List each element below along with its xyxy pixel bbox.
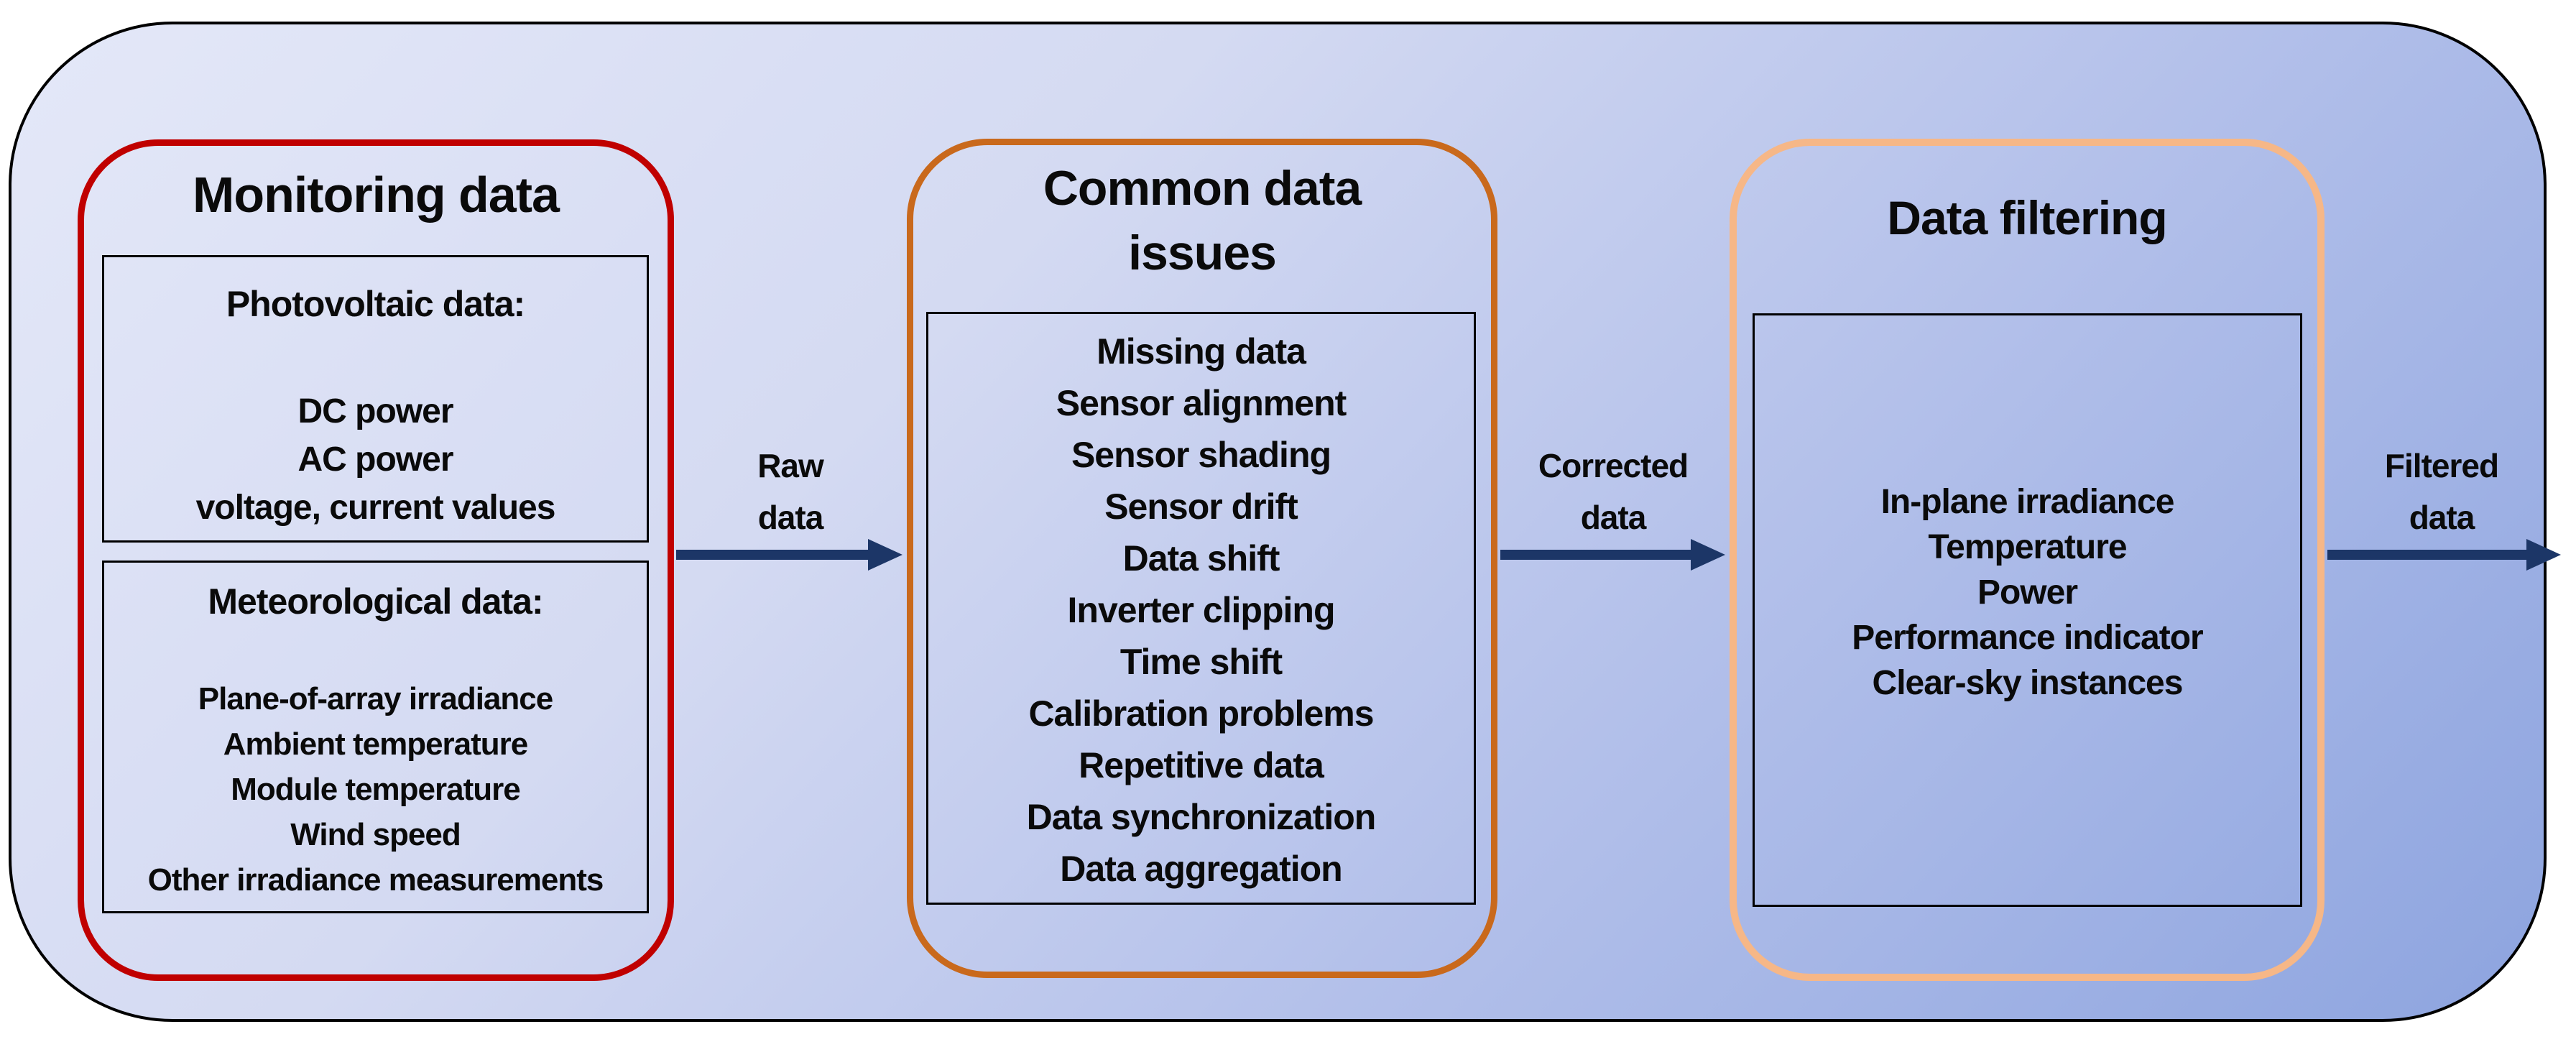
pipeline-container: Monitoring data Photovoltaic data: DC po… <box>9 22 2561 1022</box>
text-line: DC power <box>297 392 453 430</box>
text-line: Module temperature <box>231 772 521 807</box>
meteorological-data-box: Meteorological data: Plane-of-array irra… <box>102 561 649 913</box>
photovoltaic-data-box: Photovoltaic data: DC power AC power volta… <box>102 255 649 543</box>
arrow-shaft <box>1500 550 1694 560</box>
text-line: Sensor drift <box>1104 486 1298 527</box>
text-line: Temperature <box>1928 528 2127 566</box>
monitoring-data-title: Monitoring data <box>193 167 560 223</box>
common-data-issues-title-line2: issues <box>1128 226 1277 280</box>
arrow-shaft <box>2327 550 2529 560</box>
text-line: Missing data <box>1097 331 1306 372</box>
common-data-issues-title-line1: Common data <box>1043 161 1362 216</box>
corrected-data-label-line2: data <box>1580 499 1647 536</box>
arrow-shaft <box>676 550 871 560</box>
text-line: Inverter clipping <box>1067 590 1336 630</box>
text-line: Sensor shading <box>1071 435 1331 475</box>
text-line: Other irradiance measurements <box>147 862 604 898</box>
corrected-data-label-line1: Corrected <box>1538 447 1689 484</box>
text-line: Calibration problems <box>1028 693 1374 734</box>
text-line: Ambient temperature <box>223 727 529 762</box>
filtered-data-label: Filtered data <box>2316 440 2567 543</box>
filtered-data-label-line1: Filtered <box>2384 447 2499 484</box>
text-line: Data aggregation <box>1060 849 1342 889</box>
text-line: Wind speed <box>290 817 461 852</box>
raw-data-label: Raw data <box>665 440 916 543</box>
text-line: voltage, current values <box>195 489 556 527</box>
text-line: Time shift <box>1120 642 1283 682</box>
common-data-issues-title: Common data issues <box>913 156 1491 285</box>
corrected-data-label: Corrected data <box>1487 440 1739 543</box>
raw-data-label-line2: data <box>757 499 824 536</box>
text-line: Performance indicator <box>1852 619 2203 657</box>
meteorological-data-heading: Meteorological data: <box>208 581 543 622</box>
monitoring-data-panel: Monitoring data Photovoltaic data: DC po… <box>78 139 674 981</box>
arrow-head <box>2526 539 2561 571</box>
text-line: Plane-of-array irradiance <box>198 681 553 716</box>
text-line: Clear-sky instances <box>1872 664 2184 702</box>
text-line: Data shift <box>1122 538 1280 578</box>
text-line: Data synchronization <box>1026 797 1377 837</box>
text-line: Power <box>1977 573 2078 612</box>
text-line: Sensor alignment <box>1056 383 1347 423</box>
filtered-data-label-line2: data <box>2409 499 2475 536</box>
photovoltaic-data-heading: Photovoltaic data: <box>226 284 525 324</box>
raw-data-label-line1: Raw <box>757 447 824 484</box>
filtered-data-arrow-icon <box>2327 539 2561 571</box>
raw-data-arrow-icon <box>676 539 902 571</box>
arrow-head <box>868 539 902 571</box>
corrected-data-arrow-icon <box>1500 539 1725 571</box>
text-line: In-plane irradiance <box>1880 483 2175 521</box>
photovoltaic-data-list: DC power AC power voltage, current values <box>104 387 647 532</box>
text-line: Repetitive data <box>1079 745 1324 785</box>
arrow-head <box>1691 539 1725 571</box>
text-line: AC power <box>297 441 453 479</box>
data-filtering-title: Data filtering <box>1887 191 2167 244</box>
